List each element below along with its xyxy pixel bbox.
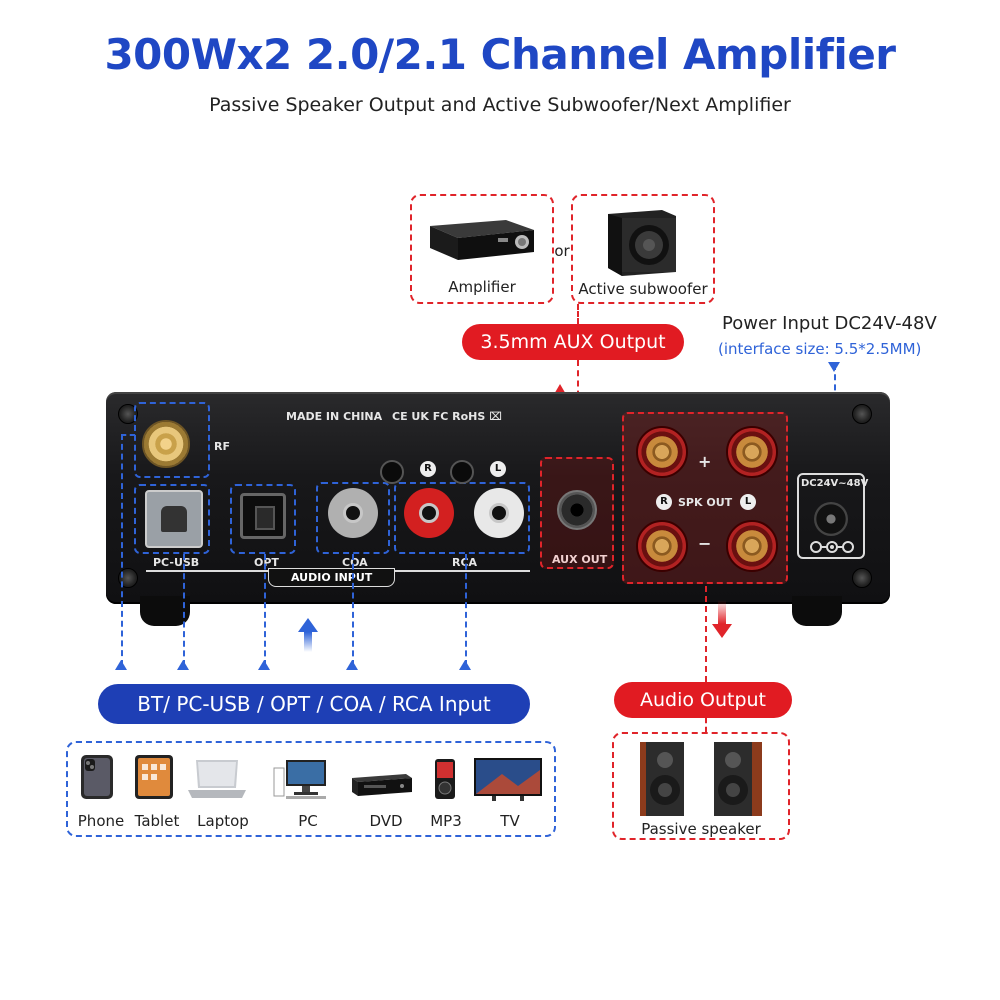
speaker-post-left-plus [726, 426, 778, 478]
amplifier-label: Amplifier [448, 278, 516, 296]
spk-r-badge: R [656, 494, 672, 510]
coa-line [352, 554, 354, 666]
rf-zone [134, 402, 210, 478]
rf-label: RF [214, 440, 230, 453]
device-label-laptop: Laptop [197, 812, 249, 830]
device-label-phone: Phone [77, 812, 125, 830]
arrow-up-icon [115, 660, 127, 670]
dc-panel-label: DC24V~48V [801, 478, 869, 489]
dvd-icon [352, 774, 412, 796]
pc-usb-zone [134, 484, 210, 554]
screw-icon [852, 404, 872, 424]
arrow-down-icon [712, 600, 732, 638]
pc-icon [273, 760, 326, 799]
speaker-post-right-plus [636, 426, 688, 478]
laptop-icon [188, 760, 246, 798]
audio-input-label: AUDIO INPUT [268, 568, 396, 587]
aux-connector-line [577, 304, 579, 324]
device-label-pc: PC [298, 812, 318, 830]
rca-right-port [404, 488, 454, 538]
aux-output-pill: 3.5mm AUX Output [462, 324, 684, 360]
certification-marks: CE UK FC RoHS ⌧ [392, 410, 502, 423]
arrow-up-icon [459, 660, 471, 670]
tablet-icon [135, 755, 173, 799]
spk-l-badge: L [740, 494, 756, 510]
speaker-connector-line [705, 586, 707, 682]
minus-label: − [698, 534, 712, 553]
rca-label: RCA [452, 556, 478, 569]
screw-icon [852, 568, 872, 588]
passive-speaker-label: Passive speaker [641, 820, 761, 838]
input-sources-pill: BT/ PC-USB / OPT / COA / RCA Input [98, 684, 530, 724]
coaxial-port [328, 488, 378, 538]
speaker-post-right-minus [636, 520, 688, 572]
aux-out-jack [557, 490, 597, 530]
device-label-tv: TV [500, 812, 520, 830]
device-label-mp3: MP3 [430, 812, 462, 830]
rca-line [465, 554, 467, 666]
mic-jack-r [380, 460, 404, 484]
rca-r-badge: R [420, 461, 436, 477]
device-label-tablet: Tablet [134, 812, 180, 830]
mp3-icon [435, 759, 455, 799]
subwoofer-label: Active subwoofer [578, 280, 708, 298]
or-label: or [554, 242, 570, 260]
tv-icon [474, 758, 542, 801]
arrow-up-icon [346, 660, 358, 670]
bt-line [121, 434, 123, 666]
page-title: 300Wx2 2.0/2.1 Channel Amplifier [104, 30, 896, 79]
arrow-up-icon [258, 660, 270, 670]
dc-power-zone [797, 473, 865, 559]
device-label-dvd: DVD [369, 812, 403, 830]
opt-label: OPT [254, 556, 279, 569]
arrow-up-icon [177, 660, 189, 670]
phone-icon [81, 755, 113, 799]
subwoofer-icon [608, 210, 676, 276]
power-input-spec: (interface size: 5.5*2.5MM) [718, 340, 922, 358]
screw-icon [118, 568, 138, 588]
optical-port [240, 493, 286, 539]
panel-foot-left [140, 596, 190, 626]
rca-left-port [474, 488, 524, 538]
speaker-post-left-minus [726, 520, 778, 572]
coa-zone [316, 482, 390, 554]
rf-antenna-connector [142, 420, 190, 468]
plus-label: + [698, 452, 712, 471]
made-in-label: MADE IN CHINA [286, 410, 383, 423]
pc-usb-label: PC-USB [153, 556, 200, 569]
dc-power-jack [814, 502, 848, 536]
panel-foot-right [792, 596, 842, 626]
power-input-label: Power Input DC24V-48V [722, 313, 937, 334]
spk-out-label: SPK OUT [678, 496, 733, 509]
opt-line [264, 554, 266, 666]
coa-label: COA [342, 556, 368, 569]
usb-b-port [145, 490, 203, 548]
amplifier-icon [430, 220, 534, 260]
power-arrow-icon [828, 362, 840, 372]
page-subtitle: Passive Speaker Output and Active Subwoo… [209, 94, 791, 116]
rca-l-badge: L [490, 461, 506, 477]
speaker-connector-line-2 [705, 718, 707, 732]
polarity-icon [810, 541, 854, 553]
usb-line [183, 554, 185, 666]
screw-icon [118, 404, 138, 424]
opt-zone [230, 484, 296, 554]
bt-line-h [121, 434, 135, 436]
mic-jack-l [450, 460, 474, 484]
passive-speaker-icon [640, 742, 762, 816]
audio-output-pill: Audio Output [614, 682, 792, 718]
big-arrow-up-icon [298, 618, 318, 652]
aux-out-label: AUX OUT [552, 553, 608, 566]
